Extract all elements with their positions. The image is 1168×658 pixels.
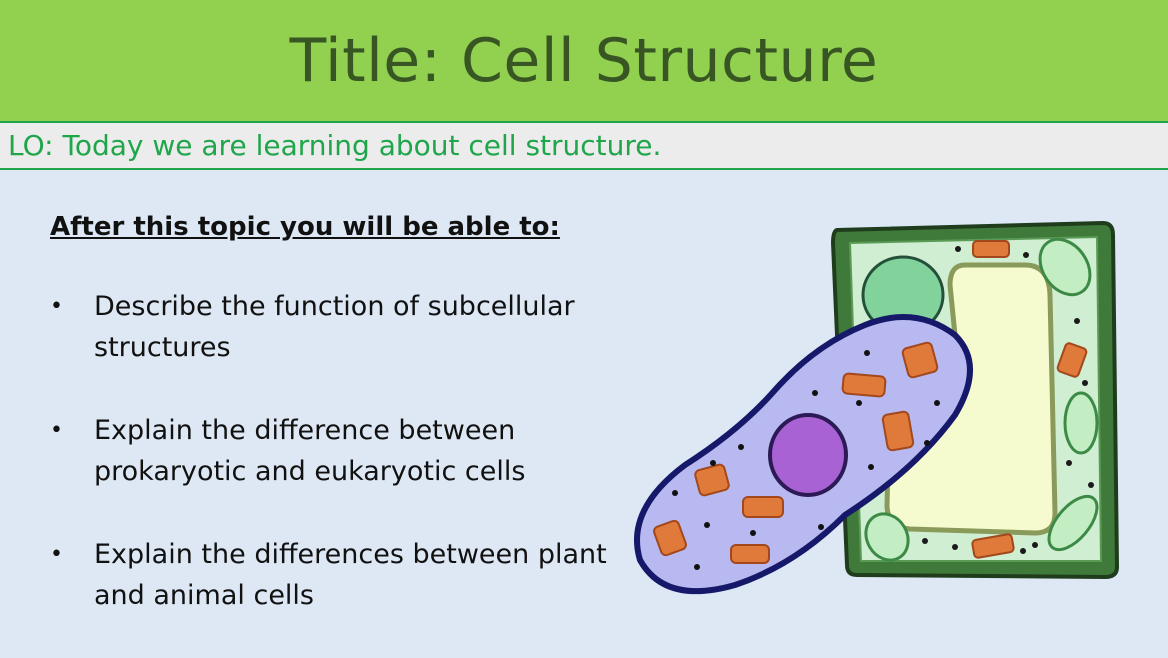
objective-item: • Describe the function of subcellular s… — [50, 286, 610, 368]
animal-mitochondrion — [653, 341, 939, 564]
title-bar: Title: Cell Structure — [0, 0, 1168, 121]
objective-text: Explain the difference between prokaryot… — [94, 415, 526, 487]
objective-text: Describe the function of subcellular str… — [94, 291, 575, 363]
objective-item: • Explain the differences between plant … — [50, 534, 610, 616]
learning-objective-bar: LO: Today we are learning about cell str… — [0, 121, 1168, 170]
objective-text: Explain the differences between plant an… — [94, 539, 607, 611]
animal-nucleus — [768, 413, 848, 497]
learning-objective: LO: Today we are learning about cell str… — [8, 129, 662, 162]
chloroplast — [864, 237, 1099, 562]
bullet-icon: • — [50, 418, 63, 443]
slide-content: After this topic you will be able to: • … — [50, 212, 610, 658]
bullet-icon: • — [50, 542, 63, 567]
objective-item: • Explain the difference between prokary… — [50, 410, 610, 492]
plant-mitochondrion — [971, 240, 1088, 559]
plant-and-animal-cell-illustration — [634, 220, 1120, 595]
bullet-icon: • — [50, 294, 63, 319]
slide-title: Title: Cell Structure — [289, 25, 879, 96]
objectives-heading: After this topic you will be able to: — [50, 212, 560, 242]
objectives-list: • Describe the function of subcellular s… — [50, 286, 610, 616]
animal-cell — [634, 314, 973, 595]
